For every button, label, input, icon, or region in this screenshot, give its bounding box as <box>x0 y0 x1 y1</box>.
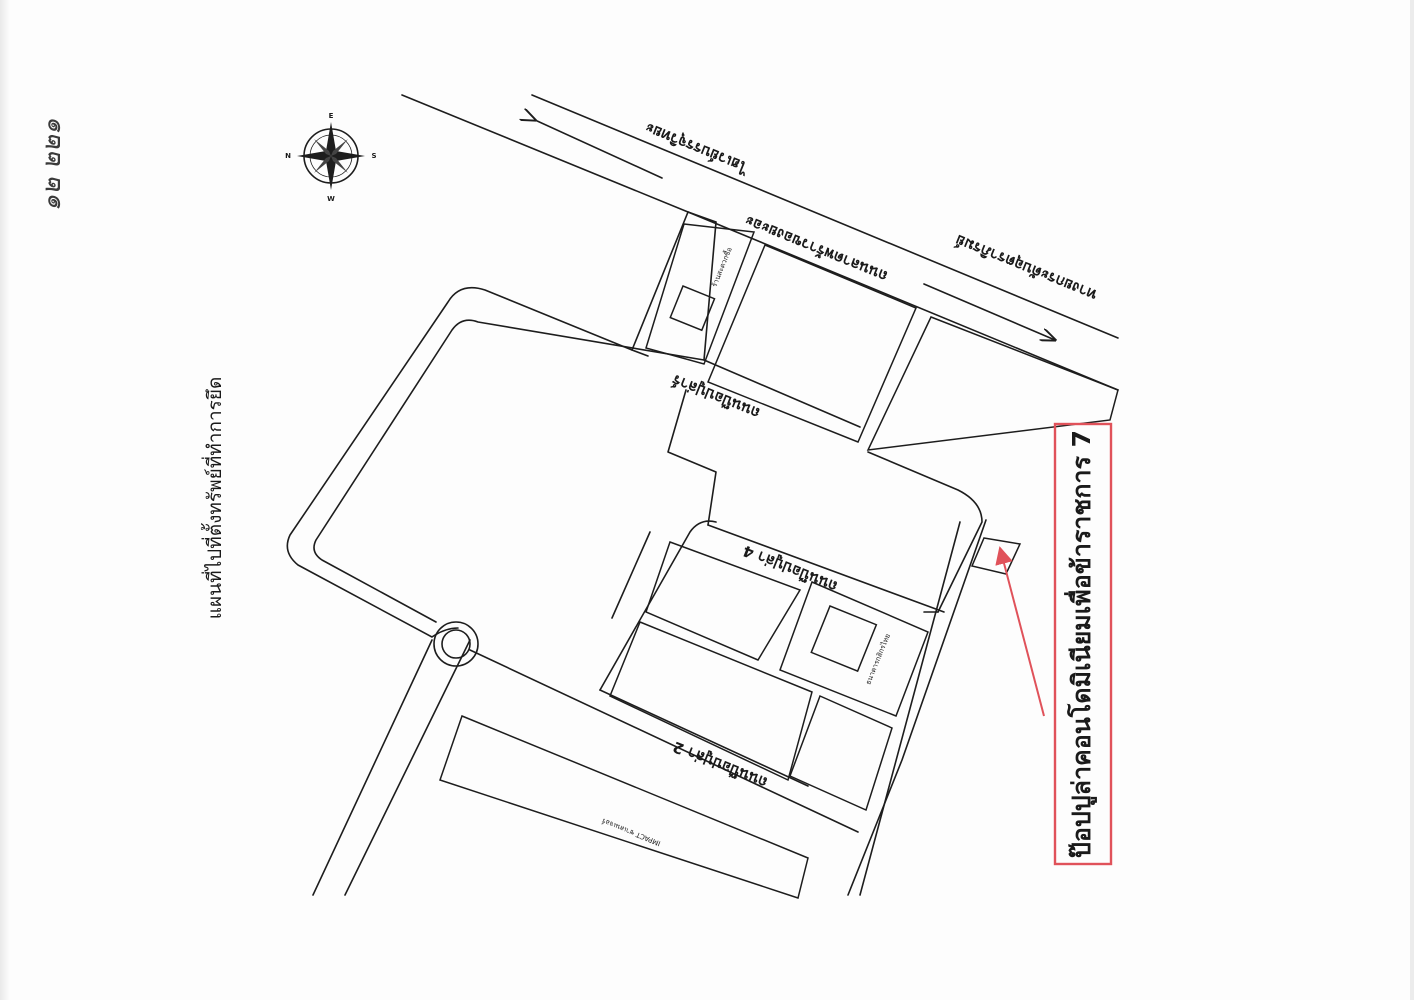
scan-edge-right <box>1410 0 1414 1000</box>
highway-lines <box>401 94 1119 340</box>
compass-s-label: S <box>371 152 376 160</box>
compass-rose: E N S W <box>285 112 376 203</box>
svg-text:ถนนป๊อปปูล่าร์: ถนนป๊อปปูล่าร์ <box>669 370 763 423</box>
buildings <box>439 223 1119 899</box>
street-label-highway-2: ทางยกระดับอุตราภิรมย์ <box>953 230 1100 304</box>
compass-e-label: E <box>329 112 334 120</box>
target-label: ป๊อปปูล่าคอนโดมิเนียมเพื่อข้าราชการ 7 <box>1064 430 1098 858</box>
target-callout: ป๊อปปูล่าคอนโดมิเนียมเพื่อข้าราชการ 7 <box>995 422 1113 866</box>
svg-text:แผนที่ไปที่ตั้งทรัพย์ที่ทำการย: แผนที่ไปที่ตั้งทรัพย์ที่ทำการยึด <box>201 377 226 620</box>
street-label-frontage: ถนนลาดพร้าวของยะอะ <box>742 212 890 286</box>
scan-edge-left <box>0 0 10 1000</box>
map-title: แผนที่ไปที่ตั้งทรัพย์ที่ทำการยึด <box>201 377 226 620</box>
svg-text:ธนาคารกสิกรไทย: ธนาคารกสิกรไทย <box>863 632 892 686</box>
svg-text:ทางยกระดับอุตราภิรมย์: ทางยกระดับอุตราภิรมย์ <box>953 230 1100 304</box>
site-roads <box>286 211 1119 896</box>
svg-text:ถนนลาดพร้าวของยะอะ: ถนนลาดพร้าวของยะอะ <box>742 212 890 286</box>
svg-text:๑๒ ๒๒๑: ๑๒ ๒๒๑ <box>37 118 67 211</box>
street-label-soi-1: ถนนป๊อปปูล่าร์ <box>669 370 763 423</box>
compass-n-label: N <box>285 152 291 160</box>
label-bank: ธนาคารกสิกรไทย <box>863 632 892 686</box>
handwritten-note: ๑๒ ๒๒๑ <box>37 118 67 211</box>
compass-w-label: W <box>327 195 335 203</box>
